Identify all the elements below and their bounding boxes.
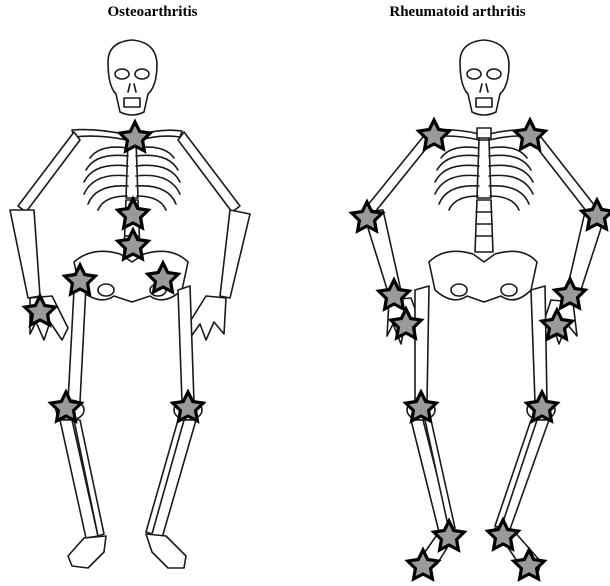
star-marker-spine-upper: [118, 199, 148, 228]
osteoarthritis-panel: Osteoarthritis: [0, 0, 305, 586]
pelvis: [429, 251, 537, 302]
skeleton: [10, 40, 250, 568]
skeleton-figure: [305, 0, 610, 586]
rheumatoid-arthritis-panel: Rheumatoid arthritis: [305, 0, 610, 586]
skeleton-figure: [0, 0, 305, 586]
